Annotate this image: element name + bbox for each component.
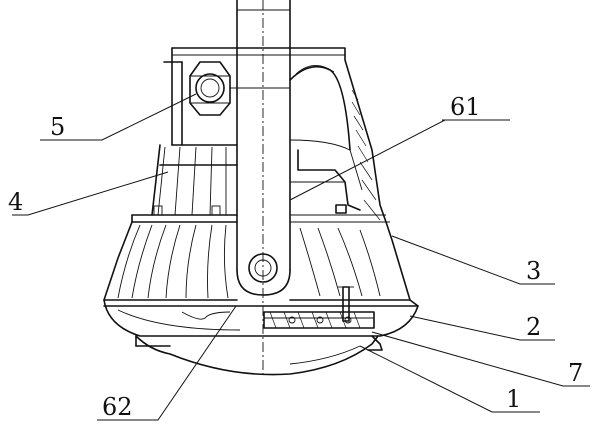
callout-5: 5 — [50, 113, 65, 141]
callout-3: 3 — [526, 257, 541, 285]
callout-61: 61 — [450, 93, 481, 121]
callout-1: 1 — [506, 385, 521, 413]
top-housing — [163, 47, 387, 223]
callout-4: 4 — [8, 188, 23, 216]
heatsink-body — [131, 144, 238, 223]
callout-62: 62 — [102, 393, 133, 421]
hex-nut — [189, 61, 231, 116]
lens-assembly — [103, 286, 419, 376]
mounting-bracket — [230, 0, 291, 378]
internal-reflector — [289, 65, 390, 223]
lower-fins — [103, 221, 411, 301]
leader-lines — [12, 93, 590, 421]
callout-2: 2 — [526, 313, 541, 341]
callout-7: 7 — [568, 359, 583, 387]
